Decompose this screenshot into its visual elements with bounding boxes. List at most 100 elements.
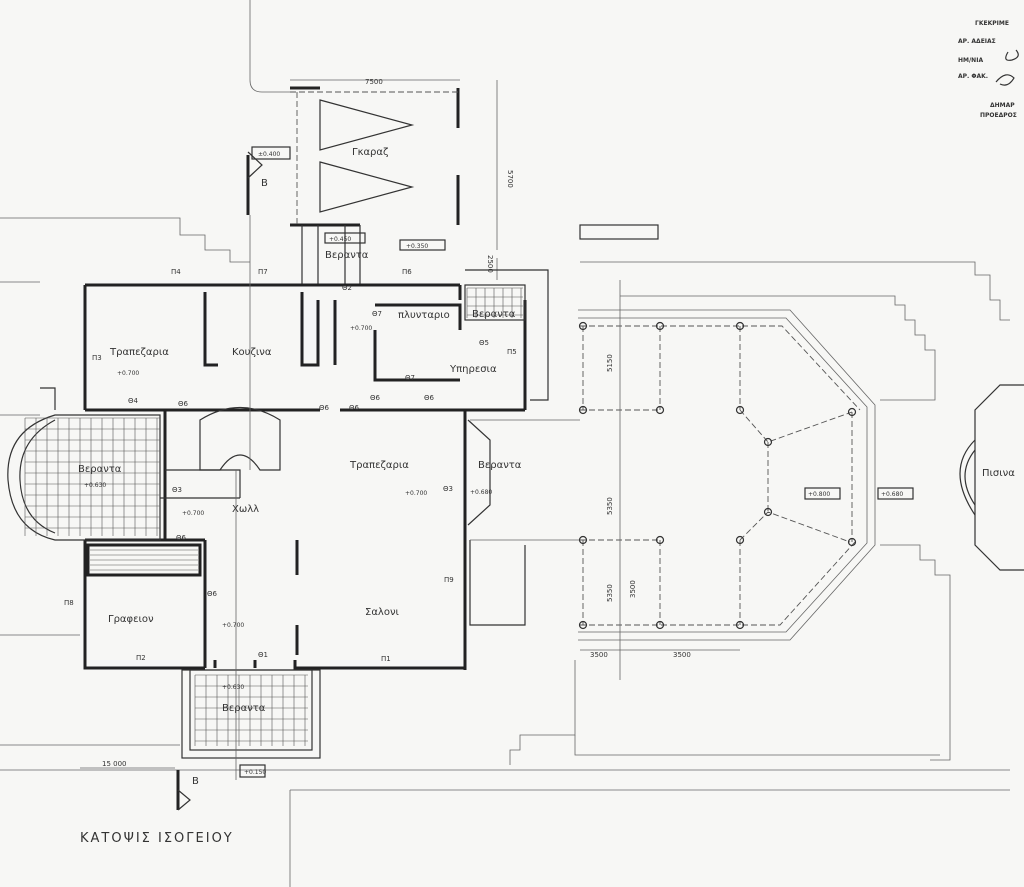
pool bbox=[959, 384, 1024, 571]
level-veranda-east: +0.680 bbox=[470, 489, 492, 496]
veranda-east bbox=[467, 419, 580, 626]
tag-t6e: Θ6 bbox=[424, 394, 435, 402]
tag-p9: Π9 bbox=[444, 576, 454, 584]
room-office: Γραφειον bbox=[108, 614, 154, 625]
pergola-column bbox=[655, 535, 665, 545]
pergola-column bbox=[655, 321, 665, 331]
dim-pergola-top: 5150 bbox=[606, 354, 614, 372]
stamp-line: ΑΡ. ΦΑΚ. bbox=[958, 73, 988, 80]
veranda-west bbox=[7, 387, 161, 541]
level-pergola-edge: +0.680 bbox=[881, 491, 903, 498]
dim-garage-width: 7500 bbox=[365, 78, 383, 86]
tag-p1: Π1 bbox=[381, 655, 391, 663]
room-hall: Χωλλ bbox=[232, 504, 259, 515]
room-pool: Πισινα bbox=[982, 468, 1015, 479]
stamp-signature bbox=[995, 49, 1019, 86]
tag-p5: Π5 bbox=[507, 348, 517, 356]
tag-p2: Π2 bbox=[136, 654, 146, 662]
section-label-bottom: B bbox=[192, 776, 199, 787]
level-veranda-top: +0.450 bbox=[329, 236, 351, 243]
room-living: Σαλονι bbox=[365, 607, 400, 618]
section-markers bbox=[80, 79, 460, 811]
room-veranda-east: Βεραντα bbox=[478, 460, 522, 471]
garage bbox=[251, 86, 460, 227]
tag-p8: Π8 bbox=[64, 599, 74, 607]
tag-t5: Θ5 bbox=[479, 339, 489, 347]
tag-t6g: Θ6 bbox=[207, 590, 218, 598]
level-step: +0.150 bbox=[244, 769, 266, 776]
veranda-service bbox=[464, 269, 549, 401]
stamp-heading: ΓΚΕΚΡΙΜΕ bbox=[975, 20, 1009, 27]
level-pergola: +0.800 bbox=[808, 491, 830, 498]
tag-t6a: Θ6 bbox=[178, 400, 189, 408]
tag-t6c: Θ6 bbox=[349, 404, 360, 412]
tag-t6f: Θ6 bbox=[176, 534, 187, 542]
dim-pergola-mid: 5350 bbox=[606, 497, 614, 515]
stamp-line: ΗΜ/ΝΙΑ bbox=[958, 57, 983, 64]
tag-p7: Π7 bbox=[258, 268, 268, 276]
dim-bay-1: 3500 bbox=[590, 651, 608, 659]
level-laundry: +0.700 bbox=[350, 325, 372, 332]
pergola-column bbox=[735, 535, 745, 545]
tag-t7a: Θ7 bbox=[372, 310, 382, 318]
pergola-column bbox=[578, 321, 588, 331]
dim-pergola-bottom-inner: 3500 bbox=[629, 580, 637, 598]
tag-t7b: Θ7 bbox=[405, 374, 415, 382]
pergola-column bbox=[763, 437, 773, 447]
stamp-footer: ΠΡΟΕΔΡΟΣ bbox=[980, 112, 1017, 119]
level-garage: ±0.400 bbox=[258, 151, 280, 158]
level-hall: +0.700 bbox=[182, 510, 204, 517]
dim-pergola-bottom: 5350 bbox=[606, 584, 614, 602]
section-label-top: B bbox=[261, 178, 268, 189]
pergola-column bbox=[578, 405, 588, 415]
level-veranda-top-2: +0.350 bbox=[406, 243, 428, 250]
pergola-column bbox=[735, 620, 745, 630]
room-veranda-service: Βεραντα bbox=[472, 309, 516, 320]
level-entry: +0.700 bbox=[222, 622, 244, 629]
pergola-column bbox=[655, 405, 665, 415]
stamp-line: ΑΡ. ΑΔΕΙΑΣ bbox=[958, 38, 996, 45]
tag-p4: Π4 bbox=[171, 268, 181, 276]
tag-p3: Π3 bbox=[92, 354, 102, 362]
pergola-column bbox=[847, 407, 857, 417]
level-veranda-west: +0.630 bbox=[84, 482, 106, 489]
pergola bbox=[578, 280, 914, 680]
tag-t6d: Θ6 bbox=[370, 394, 381, 402]
level-dining-west: +0.700 bbox=[117, 370, 139, 377]
tag-t3b: Θ3 bbox=[443, 485, 453, 493]
pergola-column bbox=[655, 620, 665, 630]
tag-t1: Θ1 bbox=[258, 651, 268, 659]
pergola-column bbox=[763, 507, 773, 517]
stamp-footer: ΔΗΜΑΡ bbox=[990, 102, 1015, 109]
pergola-column bbox=[578, 620, 588, 630]
room-kitchen: Κουζινα bbox=[232, 347, 272, 358]
pergola-column bbox=[847, 537, 857, 547]
veranda-entry bbox=[181, 669, 321, 778]
level-dining-main: +0.700 bbox=[405, 490, 427, 497]
drawing-title: ΚΑΤΟΨΙΣ ΙΣΟΓΕΙΟΥ bbox=[80, 831, 234, 846]
room-laundry: πλυνταριο bbox=[398, 310, 450, 321]
level-markers: ±0.400 +0.450 +0.350 +0.700 +0.700 +0.63… bbox=[84, 151, 903, 776]
dim-garage-depth: 5700 bbox=[506, 170, 514, 188]
pergola-column bbox=[735, 321, 745, 331]
tag-t3a: Θ3 bbox=[172, 486, 182, 494]
dim-bay-2: 3500 bbox=[673, 651, 691, 659]
tag-t4: Θ4 bbox=[128, 397, 139, 405]
room-veranda-top: Βεραντα bbox=[325, 250, 369, 261]
veranda-top bbox=[301, 80, 498, 285]
element-tags: Π1 Π2 Π3 Π4 Π5 Π6 Π7 Π8 Π9 Θ1 Θ2 Θ3 Θ3 Θ… bbox=[64, 268, 517, 663]
tag-p6: Π6 bbox=[402, 268, 412, 276]
tag-t6b: Θ6 bbox=[319, 404, 330, 412]
tag-t2: Θ2 bbox=[342, 284, 352, 292]
dim-overall: 15 000 bbox=[102, 760, 127, 768]
level-veranda-entry: +0.630 bbox=[222, 684, 244, 691]
pergola-column bbox=[578, 535, 588, 545]
room-veranda-west: Βεραντα bbox=[78, 464, 122, 475]
room-dining-main: Τραπεζαρια bbox=[349, 460, 409, 471]
room-veranda-entry: Βεραντα bbox=[222, 703, 266, 714]
dim-veranda-depth: 2500 bbox=[486, 255, 494, 273]
